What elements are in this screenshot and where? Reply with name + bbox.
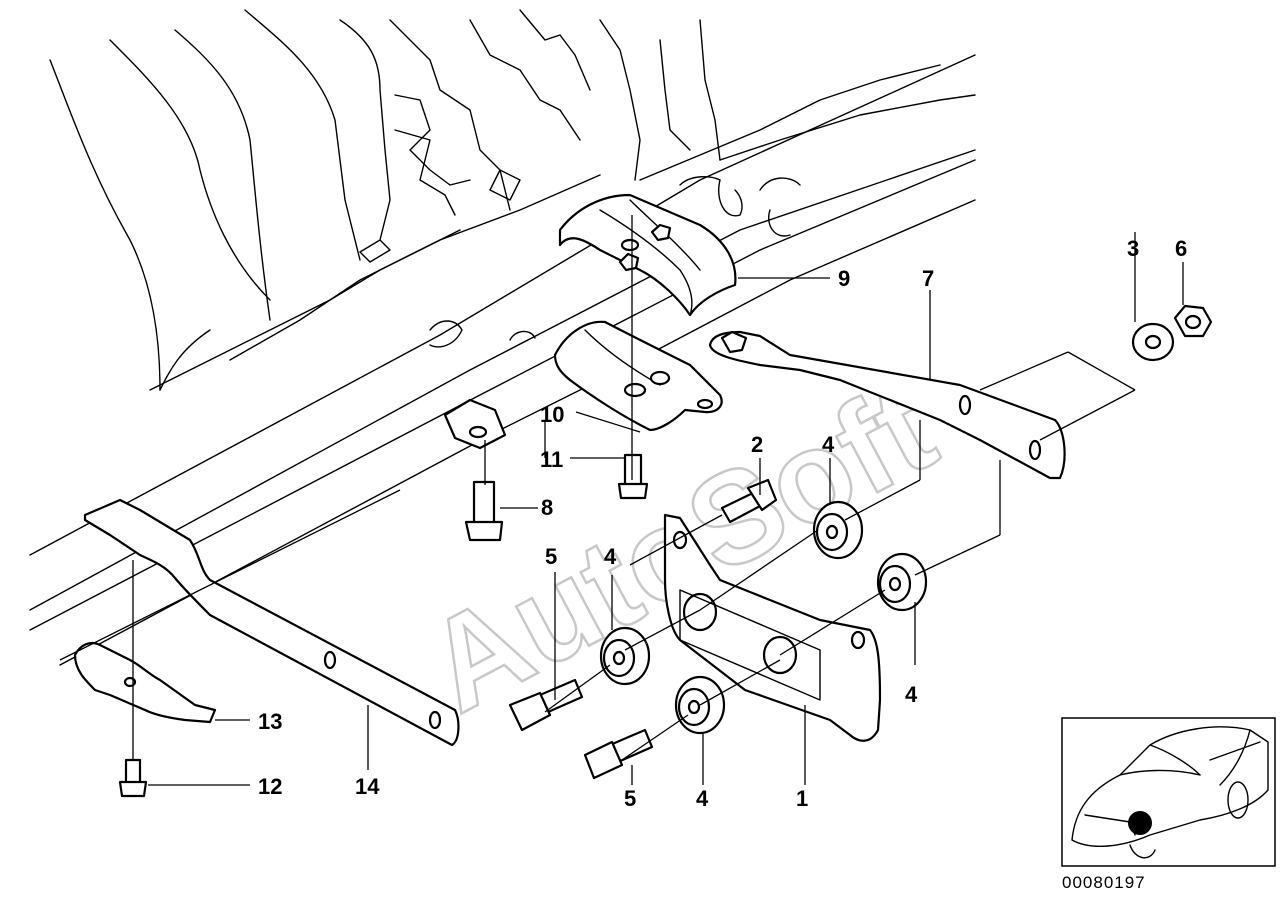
- callout-10: 10: [540, 402, 564, 427]
- callout-13: 13: [258, 709, 282, 734]
- small-mount: [443, 398, 507, 450]
- callout-3: 3: [1127, 236, 1139, 261]
- part-13-small-clamp: [73, 641, 217, 724]
- part-4-bushing-lower: [674, 675, 726, 735]
- callout-5-upper: 5: [545, 544, 557, 569]
- part-14-long-strap: [83, 498, 460, 747]
- callout-7: 7: [922, 266, 934, 291]
- reference-number: 00080197: [1062, 873, 1146, 892]
- callout-4-left: 4: [604, 544, 617, 569]
- part-3-washer-hole: [1144, 334, 1162, 350]
- callout-2: 2: [751, 432, 763, 457]
- part-4-bushing-left: [599, 626, 651, 686]
- part-7-bracket: [708, 330, 1066, 480]
- leader-lines: [59, 215, 1184, 786]
- callout-1: 1: [796, 786, 808, 811]
- car-thumbnail-icon: [1061, 717, 1276, 867]
- callout-12: 12: [258, 774, 282, 799]
- callout-4-upper: 4: [822, 432, 835, 457]
- bolt-5-lower: [583, 728, 654, 780]
- part-6-nut-hole: [1184, 314, 1202, 330]
- bolt-12: [118, 758, 148, 798]
- callout-4-right: 4: [905, 682, 918, 707]
- callout-14: 14: [355, 774, 380, 799]
- callout-9: 9: [838, 266, 850, 291]
- part-9-upper-clamp: [558, 193, 737, 317]
- bolt-2: [720, 478, 778, 524]
- location-marker-icon: [1128, 811, 1152, 835]
- callout-8: 8: [541, 495, 553, 520]
- part-4-bushing-upper: [812, 500, 864, 560]
- callout-5-lower: 5: [624, 786, 636, 811]
- bolt-5-upper: [508, 678, 584, 732]
- bolt-11: [617, 453, 649, 500]
- callout-4-lower: 4: [696, 786, 709, 811]
- part-10-lower-clamp: [553, 320, 723, 432]
- callout-11: 11: [540, 447, 563, 472]
- part-4-bushing-right: [876, 552, 928, 612]
- callout-6: 6: [1175, 236, 1187, 261]
- bolt-8: [464, 480, 504, 542]
- transmission-outline: [49, 9, 976, 391]
